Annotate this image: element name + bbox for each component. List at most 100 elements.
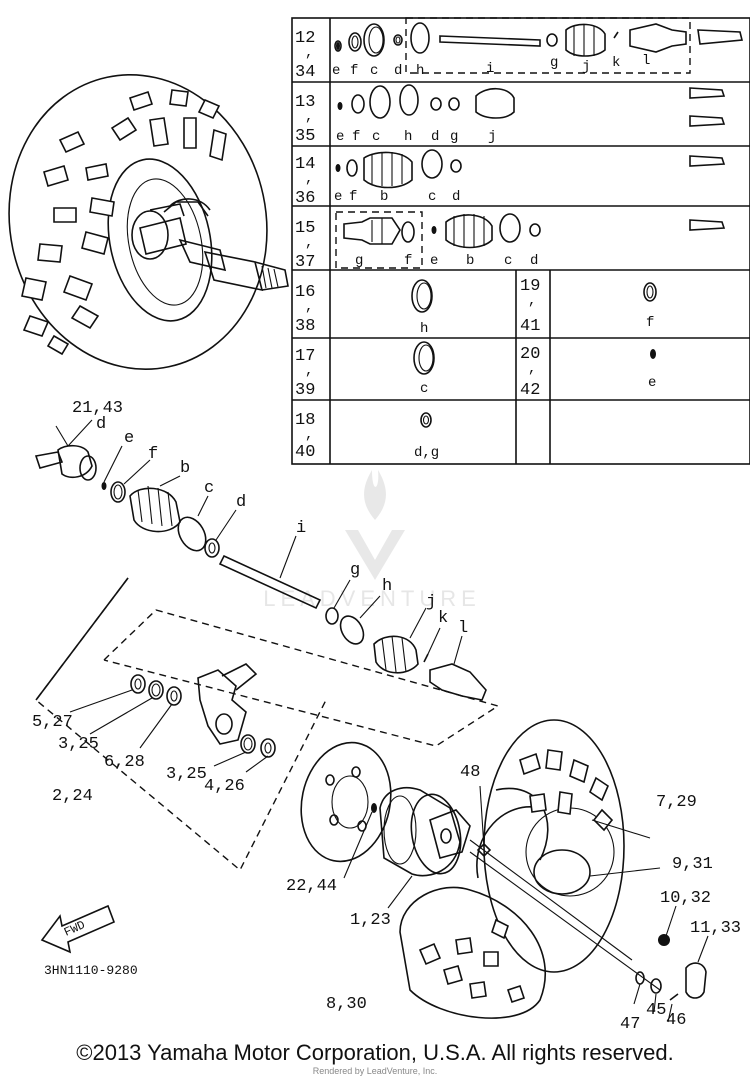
rendered-by-note: Rendered by LeadVenture, Inc. xyxy=(312,1066,438,1076)
row-letter: e xyxy=(430,253,438,269)
row-num: 14 xyxy=(295,155,315,174)
callout-c: c xyxy=(204,479,214,498)
callout-3-25b: 3,25 xyxy=(166,765,207,784)
callout-e: e xyxy=(124,429,134,448)
callout-10-32: 10,32 xyxy=(660,889,711,908)
row-num: 13 xyxy=(295,93,315,112)
callout-21-43: 21,43 xyxy=(72,399,123,418)
row-num2: 38 xyxy=(295,317,315,336)
callout-47: 47 xyxy=(620,1015,640,1034)
row-sep: , xyxy=(305,299,313,315)
row-sep: , xyxy=(305,45,313,61)
callout-5-27: 5,27 xyxy=(32,713,73,732)
variant-table: 12 , 34 e f c d h i g j k l xyxy=(291,17,750,465)
callout-11-33: 11,33 xyxy=(690,919,741,938)
row-num2: 39 xyxy=(295,381,315,400)
fwd-arrow-icon: FWD xyxy=(40,904,116,954)
table-row-15: 15 , 37 g f e b c d xyxy=(295,211,726,272)
tread-pattern-bottom xyxy=(418,749,614,1004)
table-row-16-19: 16 , 38 h 19 , 41 f xyxy=(295,277,657,337)
row-letter: d xyxy=(452,189,460,205)
row-sep: , xyxy=(528,361,536,377)
front-wheel-bottom xyxy=(399,719,709,1023)
row-num2: 37 xyxy=(295,253,315,272)
callout-b: b xyxy=(180,459,190,478)
row-right-num2: 41 xyxy=(520,317,540,336)
row-sep: , xyxy=(305,427,313,443)
row-letter: d,g xyxy=(414,445,439,461)
front-wheel-top xyxy=(8,74,289,370)
table-row-14: 14 , 36 e f b c d xyxy=(295,149,726,208)
callout-f: f xyxy=(148,445,158,464)
row-letter: e xyxy=(334,189,342,205)
row-letter: j xyxy=(488,129,496,145)
row-letter: f xyxy=(349,189,357,205)
row-right-num: 19 xyxy=(520,277,540,296)
table-row-13: 13 , 35 e f c h d g j xyxy=(295,84,726,146)
callout-3-25a: 3,25 xyxy=(58,735,99,754)
callout-i: i xyxy=(296,519,306,538)
callout-46: 46 xyxy=(666,1011,686,1030)
callout-labels: 21,43 d e f b c d i g h j k l 5,27 3,25 … xyxy=(32,399,741,1034)
row-sep: , xyxy=(305,235,313,251)
row-letter: l xyxy=(642,53,650,69)
row-num: 16 xyxy=(295,283,315,302)
row-num: 12 xyxy=(295,29,315,48)
row-letter: f xyxy=(350,63,358,79)
fwd-label: FWD xyxy=(62,918,87,940)
callout-4-26: 4,26 xyxy=(204,777,245,796)
row-letter: c xyxy=(428,189,436,205)
drive-shaft-assembly xyxy=(34,419,487,701)
row-letter: e xyxy=(648,375,656,391)
axle-stub-top xyxy=(139,198,289,292)
row-letter: j xyxy=(582,59,590,75)
callout-6-28: 6,28 xyxy=(104,753,145,772)
row-letter: c xyxy=(370,63,378,79)
row-sep: , xyxy=(528,293,536,309)
row-letter: h xyxy=(404,129,412,145)
callout-2-24: 2,24 xyxy=(52,787,93,806)
callout-45: 45 xyxy=(646,1001,666,1020)
callout-d2: d xyxy=(236,493,246,512)
callout-1-23: 1,23 xyxy=(350,911,391,930)
row-letter: d xyxy=(530,253,538,269)
callout-j: j xyxy=(426,593,436,612)
row-letter: b xyxy=(380,189,388,205)
callout-22-44: 22,44 xyxy=(286,877,337,896)
row-letter: e xyxy=(332,63,340,79)
table-row-18: 18 , 40 d,g xyxy=(295,411,439,462)
row-letter: b xyxy=(466,253,474,269)
row-letter: g xyxy=(450,129,458,145)
row-letter: h xyxy=(420,321,428,337)
row-letter: f xyxy=(646,315,654,331)
brake-disc xyxy=(300,741,392,863)
row-letter: e xyxy=(336,129,344,145)
row-letter: c xyxy=(504,253,512,269)
row-letter: h xyxy=(416,63,424,79)
tread-pattern xyxy=(21,89,227,356)
row-letter: d xyxy=(431,129,439,145)
table-row-17-20: 17 , 39 c 20 , 42 e xyxy=(295,341,656,400)
knuckle-assembly-box xyxy=(35,577,500,872)
row-num: 15 xyxy=(295,219,315,238)
row-num2: 40 xyxy=(295,443,315,462)
row-right-num: 20 xyxy=(520,345,540,364)
watermark-logo: LEADVENTURE xyxy=(263,470,476,611)
row-letter: k xyxy=(612,55,620,71)
row-letter: g xyxy=(550,55,558,71)
row-num: 18 xyxy=(295,411,315,430)
row-sep: , xyxy=(305,363,313,379)
callout-d: d xyxy=(96,415,106,434)
row-letter: f xyxy=(352,129,360,145)
copyright-footer: ©2013 Yamaha Motor Corporation, U.S.A. A… xyxy=(76,1040,674,1065)
row-num2: 36 xyxy=(295,189,315,208)
callout-g: g xyxy=(350,561,360,580)
row-right-num2: 42 xyxy=(520,381,540,400)
table-row-12: 12 , 34 e f c d h i g j k l xyxy=(295,17,744,82)
row-letter: i xyxy=(486,61,494,77)
part-code: 3HN1110-9280 xyxy=(44,963,138,978)
callout-8-30: 8,30 xyxy=(326,995,367,1014)
row-letter: f xyxy=(404,253,412,269)
